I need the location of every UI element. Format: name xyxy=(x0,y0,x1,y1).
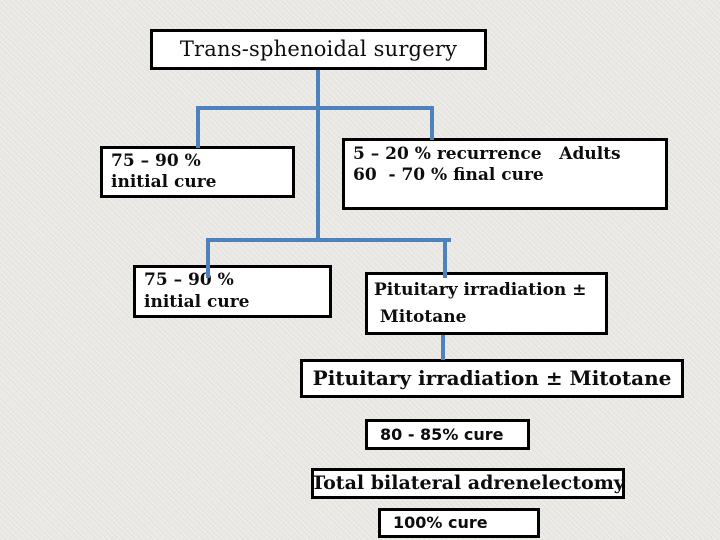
connector-to-large-box xyxy=(441,335,445,360)
connector-branch-2-horizontal xyxy=(206,238,451,242)
box-pituitary-irradiation-mitotane-large: Pituitary irradiation ± Mitotane xyxy=(300,359,684,398)
adrenelectomy-text: Total bilateral adrenelectomy xyxy=(311,471,625,494)
pituitary-large-text: Pituitary irradiation ± Mitotane xyxy=(312,366,672,390)
connector-branch-2-left-drop xyxy=(206,238,210,278)
connector-branch-2-right-drop xyxy=(443,238,447,278)
initial-cure-2-line-1: 75 – 90 % xyxy=(144,270,234,291)
connector-branch-1-right-drop xyxy=(430,106,434,140)
box-recurrence-adults: 5 – 20 % recurrence Adults 60 - 70 % fin… xyxy=(342,138,668,210)
box-80-85-cure: 80 - 85% cure xyxy=(365,419,530,450)
box-initial-cure-2: 75 – 90 % initial cure xyxy=(133,265,332,318)
pituitary-small-line-2: Mitotane xyxy=(374,306,467,327)
cure-80-85-text: 80 - 85% cure xyxy=(380,424,504,444)
cure-100-text: 100% cure xyxy=(393,513,488,532)
box-100-cure: 100% cure xyxy=(378,508,540,538)
title-box: Trans-sphenoidal surgery xyxy=(150,29,487,70)
connector-branch-1-left-drop xyxy=(196,106,200,148)
recurrence-line-1: 5 – 20 % recurrence Adults xyxy=(353,144,621,164)
recurrence-line-2: 60 - 70 % final cure xyxy=(353,165,544,186)
initial-cure-1-line-1: 75 – 90 % xyxy=(111,150,201,171)
connector-title-vertical xyxy=(316,70,320,240)
box-total-bilateral-adrenelectomy: Total bilateral adrenelectomy xyxy=(311,468,625,499)
box-pituitary-irradiation-mitotane: Pituitary irradiation ± Mitotane xyxy=(365,272,608,335)
title-text: Trans-sphenoidal surgery xyxy=(179,37,458,62)
box-initial-cure-1: 75 – 90 % initial cure xyxy=(100,146,295,198)
initial-cure-2-line-2: initial cure xyxy=(144,291,250,312)
pituitary-small-line-1: Pituitary irradiation ± xyxy=(374,280,587,301)
connector-branch-1-horizontal xyxy=(196,106,434,110)
initial-cure-1-line-2: initial cure xyxy=(111,172,217,192)
